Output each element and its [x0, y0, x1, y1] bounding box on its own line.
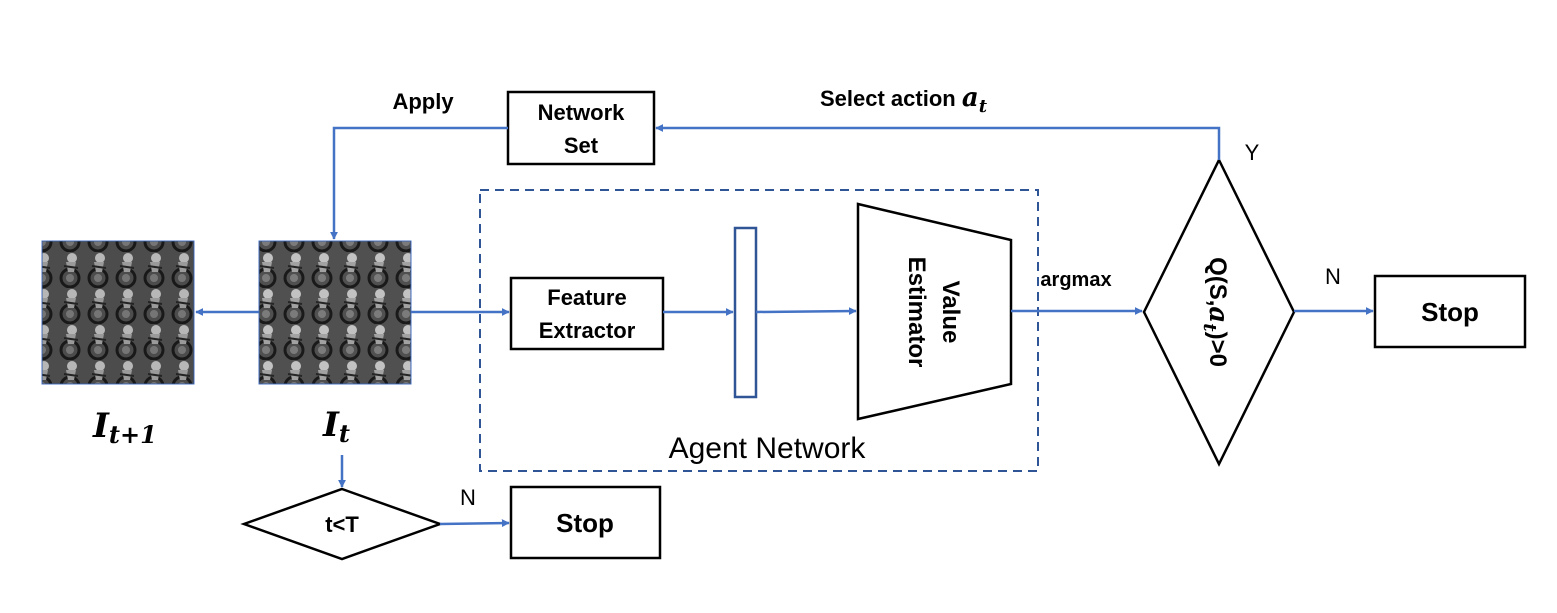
image-current-frame: [258, 240, 412, 385]
q-condition-math: a: [1203, 306, 1233, 323]
stop-right-label: Stop: [1421, 297, 1479, 327]
image-next-base: I: [92, 406, 110, 446]
q-condition-label: Q(S,at)>0: [1199, 257, 1233, 367]
select-action-sub: t: [979, 96, 988, 117]
image-next-frame: [41, 240, 195, 385]
arrow-to-value-estimator: [755, 307, 857, 316]
agent-network-container: [479, 189, 1039, 472]
feature-vector-bar: [733, 226, 758, 399]
t-condition-label: t<T: [325, 512, 359, 537]
no-label-bottom: N: [460, 485, 476, 510]
image-next-subscript: t+1: [109, 420, 157, 449]
image-current-base: I: [322, 405, 340, 445]
network-set-box: Network Set: [506, 90, 656, 166]
value-estimator-block: Value Estimator: [856, 202, 1013, 421]
select-action-label: Select action at: [820, 83, 988, 117]
network-set-line2: Set: [564, 133, 599, 158]
feature-extractor-line1: Feature: [547, 285, 626, 310]
network-set-line1: Network: [538, 100, 626, 125]
apply-label: Apply: [392, 89, 454, 114]
stop-bottom-label: Stop: [556, 508, 614, 538]
feature-extractor-box: Feature Extractor: [509, 276, 665, 351]
image-current-subscript: t: [339, 419, 350, 448]
agent-network-label: Agent Network: [669, 432, 867, 465]
select-action-math: a: [962, 83, 979, 113]
no-label-right: N: [1325, 264, 1341, 289]
connector-arrows: [195, 124, 1374, 528]
q-condition-pre: Q(S,: [1204, 257, 1231, 306]
arrow-select-action: [655, 124, 1221, 160]
q-condition-sub: t: [1199, 323, 1220, 332]
value-estimator-line1: Value: [937, 281, 964, 344]
stop-bottom-box: Stop: [509, 485, 662, 560]
select-action-text: Select action: [820, 86, 962, 111]
image-next-label: It+1: [92, 406, 157, 449]
stop-right-box: Stop: [1373, 274, 1527, 349]
q-decision-diamond: Q(S,at)>0: [1142, 157, 1296, 467]
yes-label: Y: [1245, 140, 1260, 165]
arrow-to-stop-bottom: [439, 519, 510, 528]
feature-extractor-line2: Extractor: [539, 318, 636, 343]
image-current-label: It: [322, 405, 350, 448]
q-condition-post: )>0: [1204, 332, 1231, 367]
arrow-apply: [330, 126, 508, 240]
value-estimator-line2: Estimator: [903, 257, 930, 368]
argmax-label: argmax: [1040, 269, 1111, 291]
t-decision-diamond: t<T: [240, 487, 444, 561]
